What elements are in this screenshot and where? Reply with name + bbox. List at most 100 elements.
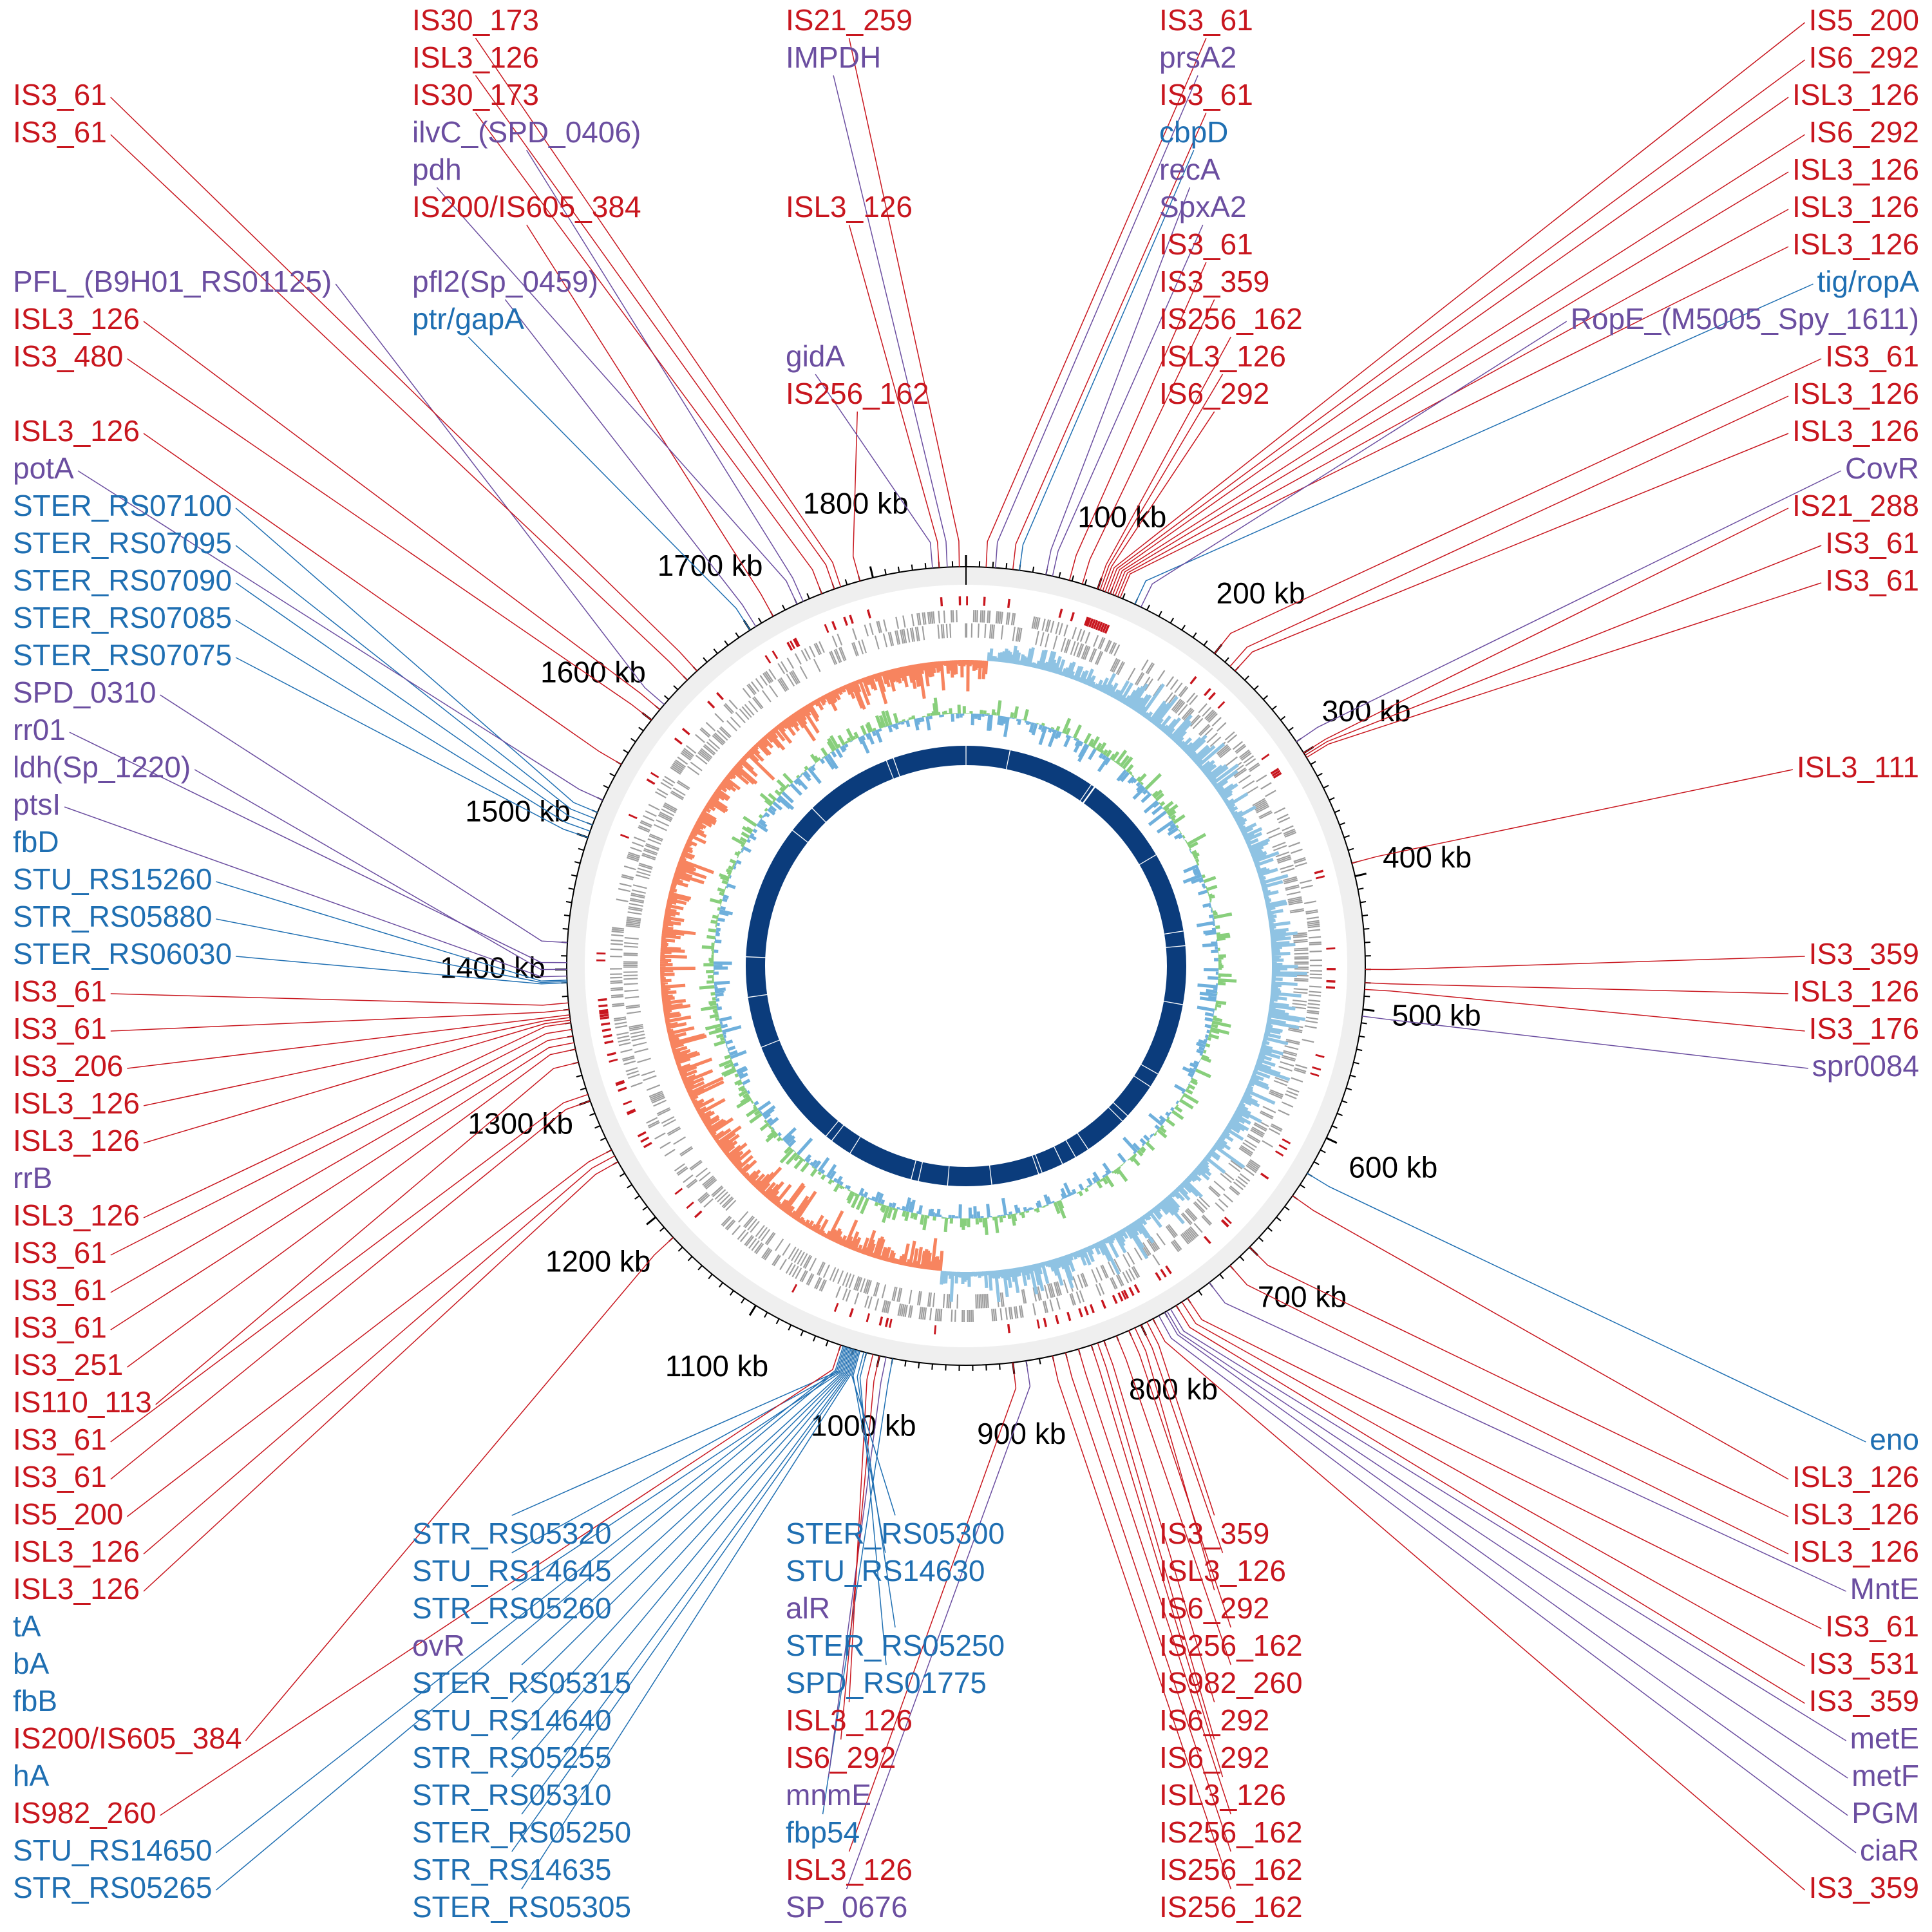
label-leader-line — [1146, 1321, 1215, 1516]
label-leader-line — [110, 1100, 591, 1480]
is-element-mark — [1315, 875, 1325, 880]
is-element-mark — [1117, 1292, 1124, 1302]
is-element-mark — [1070, 612, 1075, 621]
is-element-mark — [1121, 1291, 1127, 1300]
clipped-gene-label: ovR — [412, 1629, 465, 1662]
is-element-label: IS3_61 — [1825, 1609, 1919, 1643]
kb-tick-label: 1800 kb — [803, 486, 909, 520]
tick-mark — [724, 640, 729, 646]
gene-label: tig/ropA — [1817, 265, 1919, 298]
is-element-label: ISL3_111 — [1797, 750, 1919, 784]
outer-ring — [566, 566, 1366, 1366]
is-element-mark — [1104, 624, 1110, 634]
is-element-mark — [1271, 770, 1281, 777]
tick-mark — [1359, 1035, 1365, 1038]
gene-label: STR_RS05265 — [13, 1871, 212, 1904]
tick-mark — [764, 1312, 768, 1318]
is-element-label: IS3_61 — [13, 1311, 107, 1344]
is-element-mark — [1217, 701, 1226, 709]
tick-mark — [1181, 625, 1186, 630]
gene-label: IMPDH — [786, 41, 881, 74]
label-leader-line — [235, 507, 598, 813]
is-element-label: IS3_61 — [13, 1012, 107, 1045]
kb-tick-label: 100 kb — [1077, 500, 1166, 533]
label-leader-line — [848, 1362, 1017, 1852]
tick-mark — [638, 726, 644, 732]
label-leader-line — [77, 470, 603, 801]
label-leader-line — [1364, 989, 1805, 1032]
is-element-label: IS3_61 — [1159, 227, 1253, 261]
is-element-label: IS982_260 — [13, 1796, 156, 1830]
position-ring — [567, 567, 1365, 1365]
gene-label: STER_RS07075 — [13, 638, 232, 672]
gene-label: ilvC_(SPD_0406) — [412, 115, 641, 149]
is-element-mark — [1007, 1323, 1011, 1334]
is-element-label: IS21_288 — [1792, 489, 1919, 522]
gene-label: ldh(Sp_1220) — [13, 750, 191, 784]
tick-mark — [1348, 848, 1354, 851]
label-leader-line — [1229, 1265, 1789, 1555]
gene-label: SPD_RS01775 — [786, 1666, 987, 1700]
is-element-label: IS3_359 — [1809, 937, 1919, 971]
tick-mark — [1364, 942, 1370, 943]
is-element-mark — [1282, 1138, 1291, 1144]
tick-mark — [924, 563, 927, 569]
gene-label: RopE_(M5005_Spy_1611) — [1571, 302, 1919, 336]
is-element-label: IS5_200 — [1809, 3, 1919, 37]
is-element-mark — [1326, 980, 1336, 983]
gc-content-negative — [713, 714, 1218, 1218]
is-element-mark — [1084, 1306, 1089, 1316]
is-element-mark — [1204, 1236, 1211, 1244]
gc-skew-negative — [659, 659, 989, 1271]
is-element-mark — [637, 1131, 647, 1137]
label-leader-line — [1119, 246, 1789, 598]
label-leader-line — [215, 1345, 844, 1853]
is-element-mark — [1112, 1294, 1118, 1304]
label-leader-line — [143, 1161, 618, 1592]
tick-mark — [1198, 1290, 1203, 1296]
tick-mark — [1122, 593, 1126, 600]
is-element-mark — [1066, 1311, 1072, 1321]
is-element-label: IS6_292 — [1809, 115, 1919, 149]
tick-mark — [729, 1290, 734, 1296]
is-element-mark — [600, 1014, 609, 1018]
label-leader-line — [1365, 982, 1789, 994]
is-element-mark — [1078, 1308, 1083, 1318]
gene-label: pdh — [412, 153, 462, 186]
tick-mark — [1263, 695, 1269, 700]
backbone-segment — [812, 761, 893, 822]
label-leader-line — [1115, 1336, 1231, 1665]
label-leader-line — [985, 37, 1207, 567]
is-element-label: ISL3_126 — [1792, 974, 1919, 1008]
label-leader-line — [1235, 433, 1789, 672]
is-element-label: IS30_173 — [412, 78, 539, 111]
gene-label: MntE — [1850, 1572, 1919, 1605]
backbone-segment — [1164, 946, 1186, 1005]
label-leader-line — [526, 149, 804, 602]
label-leader-line — [995, 75, 1198, 568]
kb-tick-label: 300 kb — [1322, 694, 1411, 728]
backbone-segment — [947, 1165, 992, 1187]
is-element-mark — [1160, 1269, 1167, 1278]
backbone-segment — [990, 1155, 1039, 1185]
is-element-mark — [598, 998, 607, 1001]
gene-label: STU_RS14650 — [13, 1833, 212, 1867]
tick-mark — [1219, 1274, 1224, 1280]
is-element-mark — [786, 641, 793, 651]
tick-mark — [687, 1256, 693, 1262]
label-leader-line — [235, 620, 591, 832]
label-leader-line — [851, 1350, 896, 1516]
tick-mark — [703, 657, 708, 663]
gene-label: SPD_0310 — [13, 676, 156, 709]
label-leader-line — [1187, 1298, 1822, 1629]
backbone-segment — [1036, 1146, 1063, 1173]
label-leader-line — [1209, 1282, 1846, 1592]
label-leader-line — [245, 1236, 674, 1741]
label-leader-line — [1181, 1302, 1805, 1667]
is-element-mark — [1314, 869, 1324, 875]
is-element-mark — [626, 1108, 636, 1114]
label-leader-line — [846, 1360, 1031, 1889]
is-element-label: ISL3_126 — [1792, 153, 1919, 186]
backbone-segment — [1113, 1076, 1150, 1116]
